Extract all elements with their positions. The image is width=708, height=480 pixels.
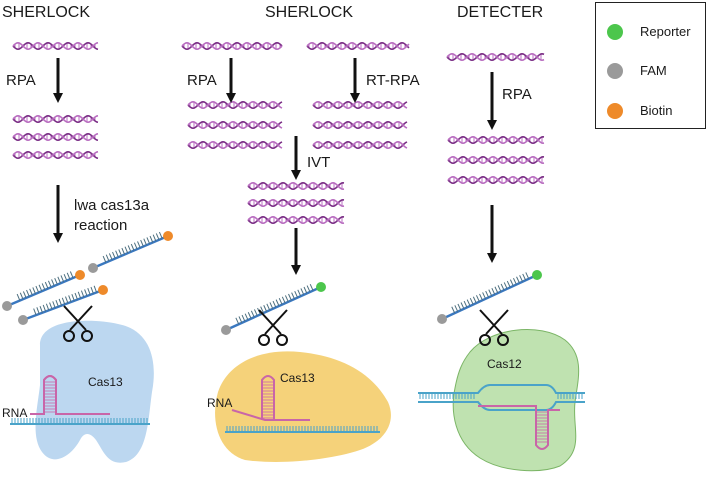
legend-label-fam: FAM — [640, 63, 667, 78]
cas12-blob — [452, 329, 580, 472]
probe-end-dot-icon — [221, 325, 231, 335]
rna-complex — [225, 375, 380, 433]
dna-helix — [447, 155, 545, 165]
dna-helix — [187, 120, 283, 130]
probe-end-dot-icon — [2, 301, 12, 311]
col3-title: DETECTER — [457, 4, 544, 21]
rna-complex — [10, 375, 150, 425]
dna-helix — [312, 120, 408, 130]
dna-helix — [181, 41, 283, 51]
col1-step-cas13a-reaction: lwa cas13a reaction — [74, 197, 150, 234]
probe-end-dot-icon — [532, 270, 542, 280]
scissors-icons — [63, 305, 509, 346]
col2-step-rpa: RPA — [187, 72, 217, 89]
col2-title: SHERLOCK — [265, 4, 354, 21]
col2-step-ivt: IVT — [307, 154, 331, 171]
probe-end-dot-icon — [88, 263, 98, 273]
dna-helix — [247, 181, 345, 191]
dna-helix — [12, 132, 99, 142]
legend-label-reporter: Reporter — [640, 24, 691, 39]
scissors-icon — [479, 309, 509, 346]
rna-complexes — [10, 375, 585, 450]
biotin-dot-icon — [607, 103, 623, 119]
legend-item-reporter: Reporter — [596, 22, 705, 42]
probe-end-dot-icon — [75, 270, 85, 280]
scissors-icon — [63, 305, 93, 342]
reporter-probe — [2, 270, 85, 311]
col2-step-rt-rpa: RT-RPA — [366, 72, 420, 89]
dna-helix — [247, 215, 345, 225]
dna-helix — [446, 52, 545, 62]
dna-helix — [447, 135, 545, 145]
col2-enzyme-label: Cas13 — [280, 371, 315, 385]
reporter-probe — [221, 282, 326, 335]
probe-end-dot-icon — [98, 285, 108, 295]
col1-rna-label: RNA — [2, 406, 28, 420]
dna-helix — [247, 198, 345, 208]
dna-target-complex — [418, 384, 585, 450]
dna-helix — [447, 175, 545, 185]
reporter-probes — [2, 231, 542, 335]
legend-item-biotin: Biotin — [596, 101, 705, 121]
scissors-icon — [258, 309, 288, 346]
dna-helix — [187, 140, 283, 150]
probe-end-dot-icon — [163, 231, 173, 241]
dna-helix — [306, 41, 410, 51]
dna-helix — [187, 100, 283, 110]
dna-helix — [312, 100, 408, 110]
cas13-blob-middle — [215, 351, 391, 462]
dna-helix — [12, 150, 99, 160]
legend: Reporter FAM Biotin — [595, 2, 706, 129]
col1-step-rpa: RPA — [6, 72, 36, 89]
cas13-blob-left — [35, 320, 154, 463]
reporter-probe — [18, 285, 108, 325]
reporter-probe — [437, 270, 542, 324]
col2-rna-label: RNA — [207, 396, 233, 410]
reporter-dot-icon — [607, 24, 623, 40]
dna-helix — [312, 140, 408, 150]
fam-dot-icon — [607, 63, 623, 79]
dna-helix — [12, 114, 99, 124]
probe-end-dot-icon — [18, 315, 28, 325]
col3-step-rpa: RPA — [502, 86, 532, 103]
probe-end-dot-icon — [316, 282, 326, 292]
flow-arrows — [53, 58, 497, 275]
col1-enzyme-label: Cas13 — [88, 375, 123, 389]
reporter-probe — [88, 231, 173, 273]
dna-helix — [12, 41, 99, 51]
col1-title: SHERLOCK — [2, 4, 91, 21]
probe-end-dot-icon — [437, 314, 447, 324]
legend-item-fam: FAM — [596, 61, 705, 81]
col3-enzyme-label: Cas12 — [487, 357, 522, 371]
legend-label-biotin: Biotin — [640, 103, 673, 118]
dna-helices — [12, 41, 545, 225]
